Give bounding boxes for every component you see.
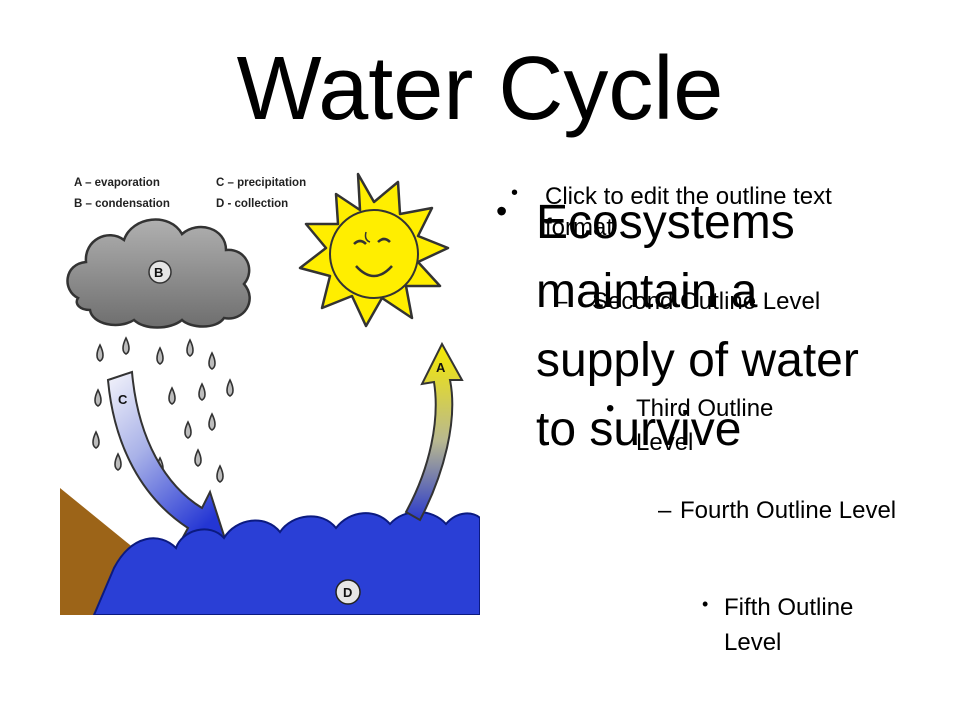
body-bullet[interactable]: • Ecosystems maintain a supply of water … bbox=[496, 188, 896, 464]
raindrops-icon bbox=[92, 336, 234, 483]
water-cycle-illustration: A – evaporation B – condensation C – pre… bbox=[60, 172, 480, 615]
evaporation-arrow bbox=[404, 341, 464, 522]
collection-marker bbox=[335, 579, 361, 605]
bullet-dot: • bbox=[496, 193, 508, 229]
outline-level-4[interactable]: – Fourth Outline Level bbox=[658, 494, 905, 528]
outline-level-4-text: Fourth Outline Level bbox=[680, 497, 897, 524]
body-bullet-text: Ecosystems maintain a supply of water to… bbox=[536, 196, 859, 457]
legend-collection: D - collection bbox=[216, 198, 288, 210]
evaporation-tag: A bbox=[436, 360, 446, 375]
outline-level-5-text: Fifth Outline Level bbox=[724, 594, 854, 656]
bullet-dot: • bbox=[511, 182, 519, 204]
outline-level-5[interactable]: • Fifth Outline Level bbox=[702, 591, 864, 661]
sun-icon bbox=[298, 172, 450, 328]
condensation-tag: B bbox=[154, 265, 163, 280]
water-cycle-diagram: A – evaporation B – condensation C – pre… bbox=[60, 158, 480, 615]
slide-title: Water Cycle bbox=[236, 39, 724, 139]
legend-evaporation: A – evaporation bbox=[74, 177, 160, 189]
precipitation-tag: C bbox=[118, 392, 128, 407]
bullet-dot: • bbox=[702, 594, 709, 614]
bullet-dash: – bbox=[658, 497, 672, 524]
water-waves bbox=[92, 511, 480, 615]
legend-precipitation: C – precipitation bbox=[216, 177, 306, 189]
cloud-icon bbox=[66, 218, 251, 329]
legend-condensation: B – condensation bbox=[74, 198, 170, 210]
collection-tag: D bbox=[343, 585, 352, 600]
